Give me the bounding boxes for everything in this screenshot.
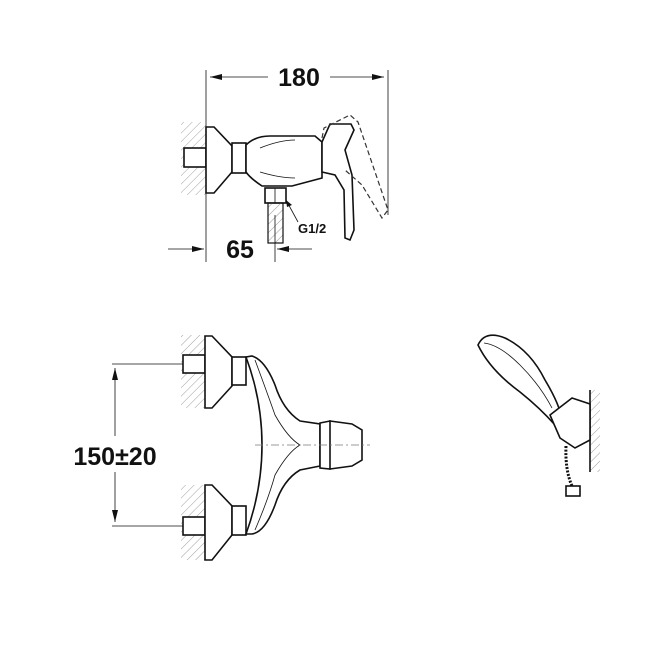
hex-nut	[231, 142, 247, 174]
dimension-180-label: 180	[278, 64, 320, 92]
inlet-stub-upper	[182, 354, 206, 374]
flange-upper	[204, 335, 233, 409]
wall-holder	[549, 397, 591, 449]
top-view-mixer: 150±20	[73, 335, 370, 561]
shower-hose	[267, 202, 284, 244]
hose-connector	[565, 485, 581, 497]
nut-lower	[231, 505, 247, 536]
mixer-body	[245, 135, 323, 187]
lever-handle	[321, 123, 355, 242]
inlet-stub	[183, 147, 207, 168]
inlet-stub-lower	[182, 516, 206, 536]
body-contour	[259, 139, 296, 179]
shower-head	[477, 334, 563, 427]
wall-hatch-holder	[590, 390, 600, 472]
outlet-connector	[264, 187, 287, 204]
wall-flange	[205, 126, 233, 194]
dimension-65-label: 65	[226, 236, 254, 264]
thread-label: G1/2	[298, 221, 326, 236]
hose	[564, 445, 574, 487]
dimension-150-label: 150±20	[73, 443, 156, 471]
lever-open-position	[321, 114, 389, 220]
side-view-mixer: 180 G1/2 65	[168, 64, 389, 264]
hand-shower-with-holder	[477, 334, 600, 497]
flange-lower	[204, 484, 233, 561]
nut-upper	[231, 356, 247, 386]
